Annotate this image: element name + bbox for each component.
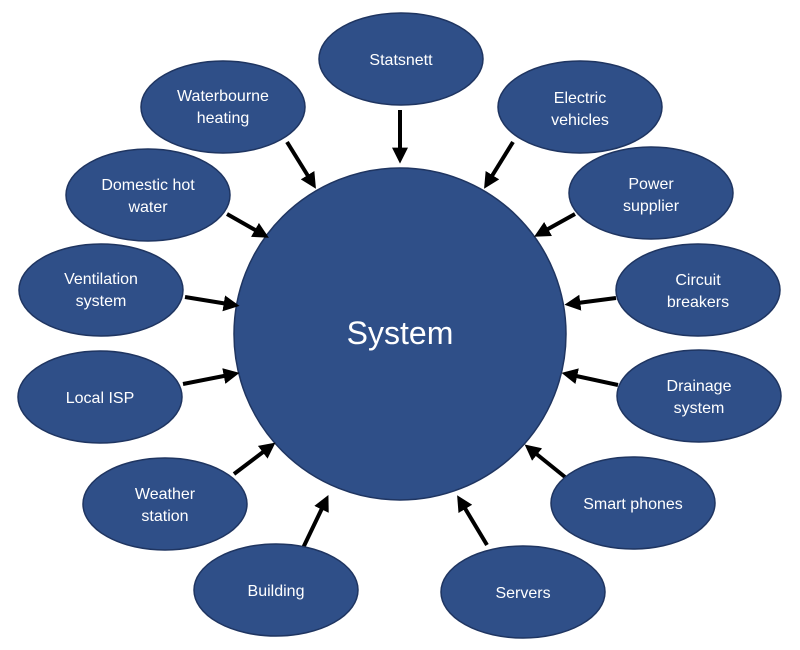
node-waterbourne-heating-label-1: Waterbourne bbox=[177, 88, 269, 105]
arrow-power-supplier bbox=[534, 212, 576, 237]
node-local-isp-label: Local ISP bbox=[66, 390, 134, 407]
node-domestic-hot-water: Domestic hot water bbox=[65, 148, 231, 242]
node-ventilation-system-label-1: Ventilation bbox=[64, 271, 138, 288]
node-domestic-hot-water-label-1: Domestic hot bbox=[101, 177, 195, 194]
arrow-smart-phones bbox=[524, 444, 567, 479]
arrow-circuit-breakers bbox=[564, 294, 617, 311]
node-weather-station: Weather station bbox=[82, 457, 248, 551]
node-circuit-breakers: Circuit breakers bbox=[615, 243, 781, 337]
node-smart-phones: Smart phones bbox=[550, 456, 716, 550]
node-power-supplier-label-2: supplier bbox=[623, 198, 680, 215]
node-drainage-system-label-1: Drainage bbox=[667, 378, 732, 395]
node-weather-station-label-2: station bbox=[141, 508, 188, 525]
node-statsnett-label: Statsnett bbox=[369, 52, 433, 69]
arrow-servers bbox=[457, 495, 489, 547]
node-electric-vehicles: Electric vehicles bbox=[497, 60, 663, 154]
node-circuit-breakers-label-2: breakers bbox=[667, 294, 729, 311]
node-drainage-system: Drainage system bbox=[616, 349, 782, 443]
node-statsnett: Statsnett bbox=[318, 12, 484, 106]
node-domestic-hot-water-label-2: water bbox=[127, 199, 168, 216]
node-local-isp: Local ISP bbox=[17, 350, 183, 444]
arrow-drainage-system bbox=[561, 368, 619, 387]
node-electric-vehicles-label-1: Electric bbox=[554, 90, 606, 107]
arrow-ventilation-system bbox=[184, 295, 240, 312]
system-node: System bbox=[233, 167, 567, 501]
node-weather-station-label-1: Weather bbox=[135, 486, 196, 503]
node-ventilation-system: Ventilation system bbox=[18, 243, 184, 337]
node-ventilation-system-label-2: system bbox=[76, 293, 127, 310]
node-building-label: Building bbox=[248, 583, 305, 600]
node-circuit-breakers-label-1: Circuit bbox=[675, 272, 721, 289]
arrow-waterbourne-heating bbox=[285, 140, 316, 189]
arrow-building bbox=[301, 494, 329, 549]
node-drainage-system-label-2: system bbox=[674, 400, 725, 417]
node-servers-label: Servers bbox=[495, 585, 550, 602]
node-power-supplier-label-1: Power bbox=[628, 176, 674, 193]
node-electric-vehicles-label-2: vehicles bbox=[551, 112, 609, 129]
node-smart-phones-label: Smart phones bbox=[583, 496, 683, 513]
arrow-domestic-hot-water bbox=[226, 212, 269, 238]
system-label: System bbox=[347, 315, 454, 351]
arrow-weather-station bbox=[232, 442, 276, 476]
node-waterbourne-heating-label-2: heating bbox=[197, 110, 250, 127]
arrow-local-isp bbox=[182, 368, 240, 386]
node-power-supplier: Power supplier bbox=[568, 146, 734, 240]
arrows bbox=[182, 110, 619, 549]
node-building: Building bbox=[193, 543, 359, 637]
system-circle bbox=[233, 167, 567, 501]
node-servers: Servers bbox=[440, 545, 606, 639]
arrow-electric-vehicles bbox=[484, 140, 515, 189]
node-waterbourne-heating: Waterbourne heating bbox=[140, 60, 306, 154]
